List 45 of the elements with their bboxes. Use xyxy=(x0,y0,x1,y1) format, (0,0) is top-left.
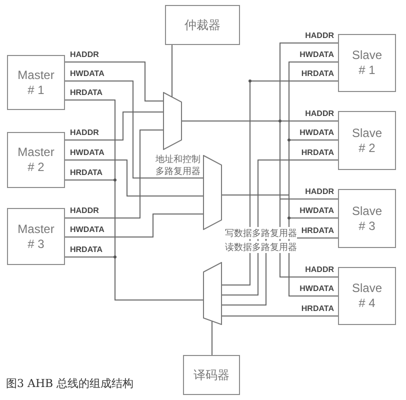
signal-label: HRDATA xyxy=(301,69,334,79)
decoder-box: 译码器 xyxy=(183,355,240,395)
wire xyxy=(64,62,164,102)
signal-label: HRDATA xyxy=(70,168,103,178)
master-box: Master # 2 xyxy=(7,132,65,188)
wire xyxy=(64,214,204,238)
master-box: Master # 1 xyxy=(7,55,65,110)
signal-label: HWDATA xyxy=(300,206,334,216)
signal-label: HADDR xyxy=(70,128,99,138)
signal-label: HRDATA xyxy=(70,88,103,98)
signal-label: HWDATA xyxy=(70,148,104,158)
mux-label: 地址和控制多路复用器 xyxy=(155,153,201,177)
wire xyxy=(64,256,204,300)
wire xyxy=(222,80,338,286)
slave-box: Slave # 3 xyxy=(338,189,396,248)
signal-label: HADDR xyxy=(305,265,334,275)
signal-label: HRDATA xyxy=(301,148,334,158)
mux-label: 读数据多路复用器 xyxy=(225,241,297,253)
wire xyxy=(222,160,338,296)
master-box: Master # 3 xyxy=(7,208,65,265)
signal-label: HWDATA xyxy=(300,50,334,60)
signal-label: HWDATA xyxy=(300,284,334,294)
wire xyxy=(182,120,338,278)
wire xyxy=(64,130,164,218)
caption: 图3 AHB 总线的组成结构 xyxy=(6,376,134,391)
wire xyxy=(64,80,204,178)
signal-label: HRDATA xyxy=(70,245,103,255)
slave-box: Slave # 2 xyxy=(338,111,396,170)
wire xyxy=(64,112,164,140)
slave-box: Slave # 4 xyxy=(338,267,396,325)
signal-label: HWDATA xyxy=(70,225,104,235)
signal-label: HRDATA xyxy=(301,304,334,314)
signal-label: HADDR xyxy=(305,187,334,197)
signal-label: HRDATA xyxy=(301,226,334,236)
signal-label: HADDR xyxy=(70,50,99,60)
slave-box: Slave # 1 xyxy=(338,34,396,92)
signal-label: HADDR xyxy=(70,206,99,216)
mux-label: 写数据多路复用器 xyxy=(225,227,297,239)
wire xyxy=(222,194,338,296)
signal-label: HADDR xyxy=(305,109,334,119)
signal-label: HWDATA xyxy=(70,69,104,79)
signal-label: HADDR xyxy=(305,31,334,41)
wire xyxy=(64,160,204,196)
signal-label: HWDATA xyxy=(300,128,334,138)
arbiter-box: 仲裁器 xyxy=(165,5,240,45)
